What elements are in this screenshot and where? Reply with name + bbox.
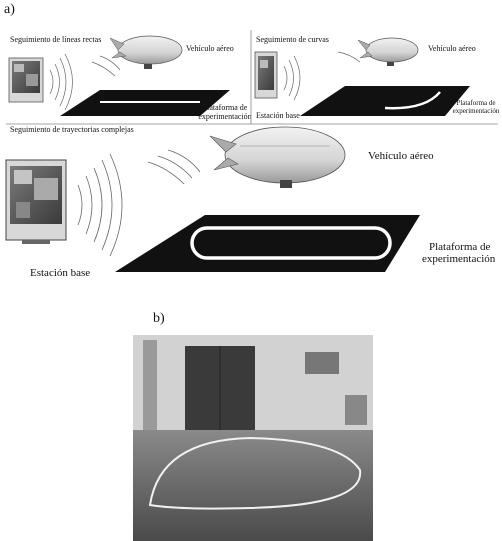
figure-label-a: a) <box>4 2 15 17</box>
panel2-station-label: Estación base <box>256 111 300 120</box>
panel2-track-curve <box>384 91 441 110</box>
panel2-vehicle-label: Vehículo aéreo <box>428 44 476 53</box>
panel1-vehicle-label: Vehículo aéreo <box>186 44 234 53</box>
panel3-platform-label-line1: Plataforma de <box>429 241 491 253</box>
panel3-platform-label-line2: experimentación <box>422 253 496 265</box>
panel1-platform-label: Plataforma de experimentación <box>198 103 252 121</box>
experiment-photo <box>133 335 373 541</box>
panel3-platform <box>115 215 420 272</box>
panel2-signal-waves <box>283 51 361 101</box>
panel3-station-label: Estación base <box>30 267 91 279</box>
panel1-base-station-monitor <box>8 57 44 103</box>
panel3-vehicle-label: Vehículo aéreo <box>368 150 434 162</box>
photo-floor <box>133 430 373 541</box>
panel2-base-station-monitor <box>254 51 278 99</box>
panel3-base-station-monitor <box>5 159 67 244</box>
panel2-platform <box>300 86 470 116</box>
photo-track-loop <box>148 436 362 510</box>
panel1-blimp <box>109 35 183 69</box>
panel2-title: Seguimiento de curvas <box>256 35 329 44</box>
panel3-track-loop <box>190 226 392 260</box>
panel1-title: Seguimiento de líneas rectas <box>10 35 102 44</box>
panel2-platform-label: Plataforma de experimentación <box>452 99 500 115</box>
panel3-signal-waves <box>77 149 201 257</box>
panel3-title: Seguimiento de trayectorias complejas <box>10 125 134 134</box>
panel3-blimp <box>209 126 346 188</box>
panel2-blimp <box>357 37 419 66</box>
photo-wall-picture <box>305 352 339 374</box>
panel1-signal-waves <box>49 53 121 111</box>
figure-label-b: b) <box>153 311 165 326</box>
